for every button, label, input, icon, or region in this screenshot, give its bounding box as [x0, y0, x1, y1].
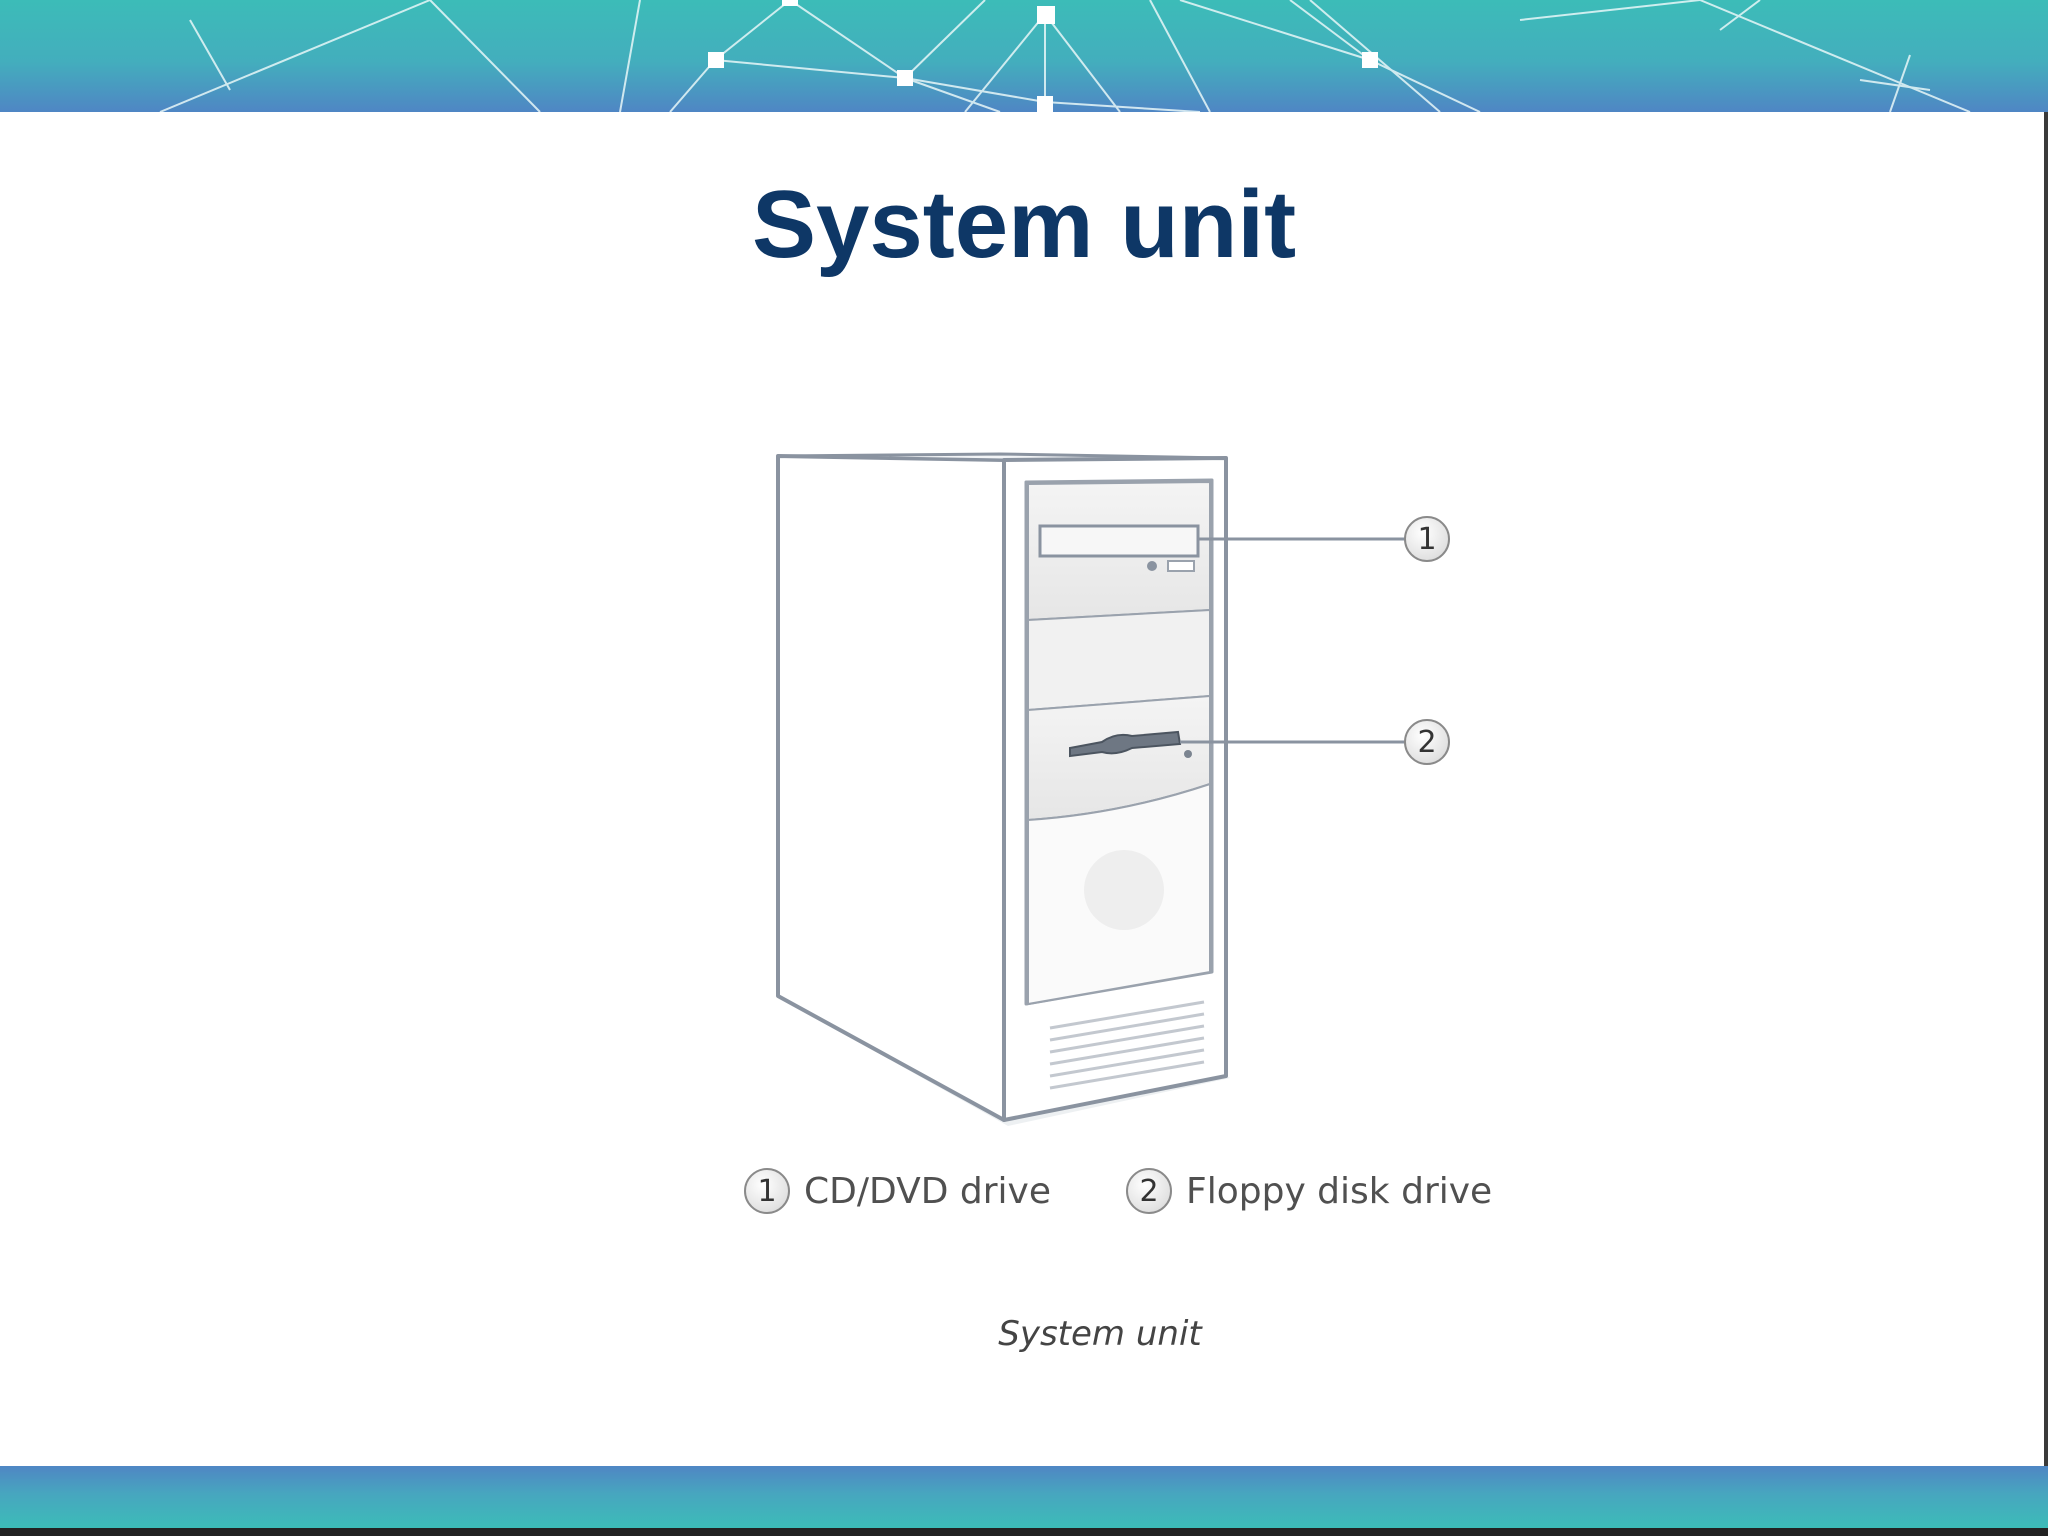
legend-item-cd-dvd: 1 CD/DVD drive: [744, 1168, 1051, 1214]
header-band: [0, 0, 2048, 112]
legend-item-floppy: 2 Floppy disk drive: [1126, 1168, 1492, 1214]
legend-label-2: Floppy disk drive: [1186, 1170, 1493, 1212]
callout-number-2: 2: [1404, 719, 1450, 765]
slide-title: System unit: [751, 171, 1297, 278]
callout-number-1: 1: [1404, 516, 1450, 562]
legend-label-1: CD/DVD drive: [804, 1170, 1051, 1212]
system-unit-illustration: 1 2: [740, 430, 1500, 1150]
computer-tower-icon: [776, 452, 1406, 1126]
slide-bottom-edge: [0, 1528, 2048, 1536]
callout-badge-1: 1: [1404, 516, 1464, 562]
network-pattern-decoration: [159, 0, 1971, 112]
legend-number-2: 2: [1126, 1168, 1172, 1214]
figure-caption: System unit: [998, 1314, 1202, 1354]
legend-number-1: 1: [744, 1168, 790, 1214]
callout-badge-2: 2: [1404, 719, 1464, 765]
slide-right-edge: [2044, 112, 2048, 1466]
footer-band: [0, 1466, 2048, 1528]
figure-legend: 1 CD/DVD drive 2 Floppy disk drive: [740, 1168, 1500, 1228]
